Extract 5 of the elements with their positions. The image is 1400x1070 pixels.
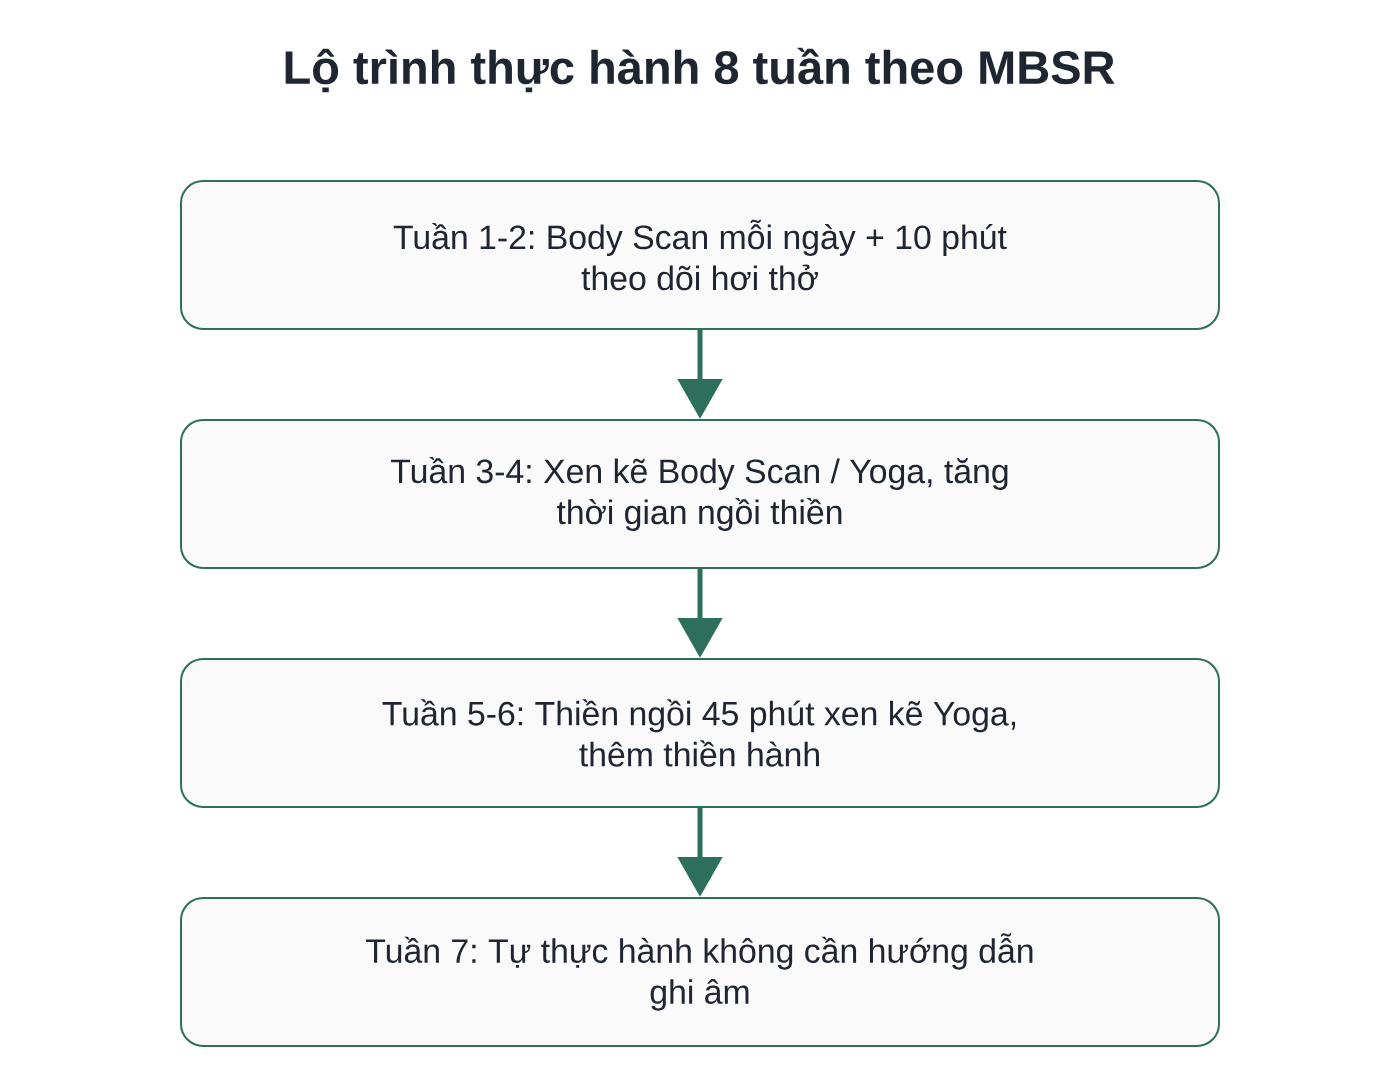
process-box: Tuần 3-4: Xen kẽ Body Scan / Yoga, tăng thời gian ngồi thiền	[180, 419, 1220, 569]
process-box: Tuần 7: Tự thực hành không cần hướng dẫn ghi âm	[180, 897, 1220, 1047]
process-box: Tuần 5-6: Thiền ngồi 45 phút xen kẽ Yoga, thêm thiền hành	[180, 658, 1220, 808]
process-box: Tuần 1-2: Body Scan mỗi ngày + 10 phút theo dõi hơi thở	[180, 180, 1220, 330]
diagram-title: Lộ trình thực hành 8 tuần theo MBSR	[285, 47, 1115, 93]
